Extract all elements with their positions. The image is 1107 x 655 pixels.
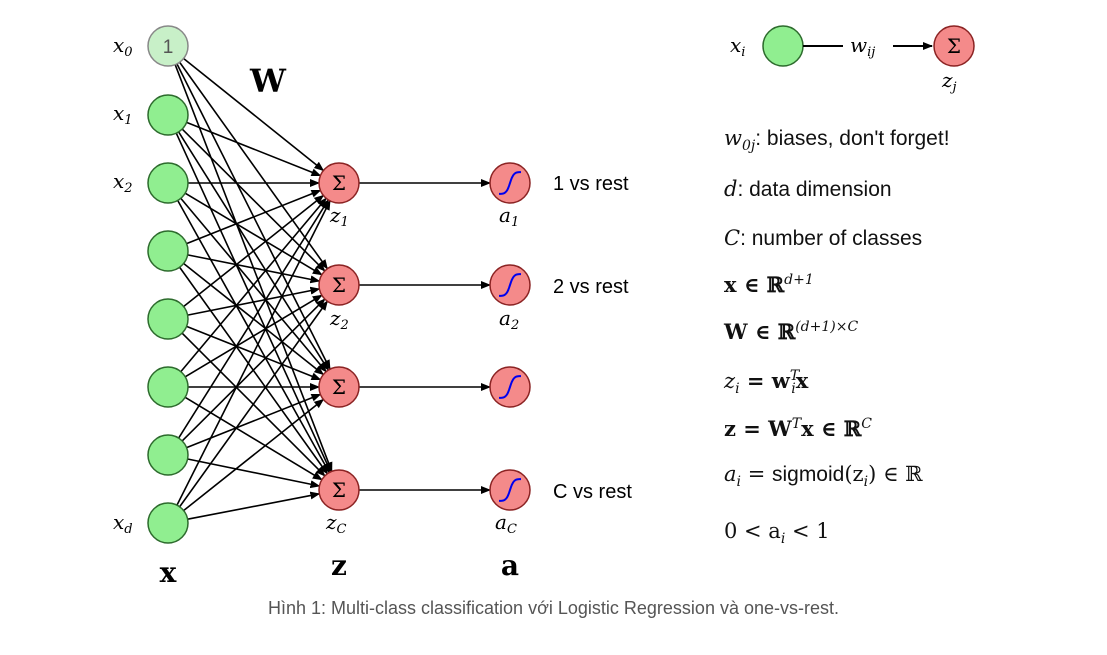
note-x-space: x ∈ ℝd+1 <box>724 272 814 297</box>
sum-node-0 <box>318 162 360 204</box>
layer-label-z: z <box>331 549 347 582</box>
sigmoid-curve-icon <box>499 171 521 195</box>
class-label-2: 2 vs rest <box>553 276 629 298</box>
note-z-eq: z = WTx ∈ ℝC <box>724 416 872 441</box>
weight-edge-7-1 <box>179 300 328 508</box>
z-label-1: z1 <box>329 203 349 230</box>
legend-sum-node <box>933 25 975 67</box>
note-biases: w0j: biases, don't forget! <box>724 126 950 155</box>
layer-label-a: a <box>501 549 519 582</box>
weight-edge-6-2 <box>186 393 322 449</box>
weight-edge-2-1 <box>184 192 323 276</box>
weight-edge-1-1 <box>181 128 326 272</box>
label-x1: x1 <box>113 101 133 128</box>
z-label-2: z2 <box>329 306 349 333</box>
legend-wij: wij <box>850 33 875 60</box>
weight-edge-0-1 <box>178 61 329 270</box>
weight-edge-5-3 <box>184 396 323 481</box>
figure-caption: Hình 1: Multi-class classification với L… <box>267 598 839 618</box>
sum-node-1 <box>318 264 360 306</box>
label-x2: x2 <box>113 169 133 196</box>
legend-input-node <box>762 25 804 67</box>
note-ai-eq: ai = sigmoid(zi) ∈ ℝ <box>724 462 923 491</box>
nodes: Σ Σ Σ Σ <box>147 25 531 544</box>
sum-symbol-0: Σ <box>332 171 346 195</box>
a-label-C: aC <box>495 510 517 537</box>
weight-edge-6-1 <box>181 298 326 442</box>
note-classes: C: number of classes <box>724 226 923 250</box>
input-node-2 <box>147 162 189 204</box>
note-W-space: W ∈ ℝ(d+1)×C <box>724 319 859 344</box>
sum-symbol-3: Σ <box>332 478 346 502</box>
weight-edges <box>174 57 491 520</box>
input-node-4 <box>147 298 189 340</box>
weight-edge-6-0 <box>177 199 330 439</box>
sum-node-2 <box>318 366 360 408</box>
sigmoid-curve-icon <box>499 478 521 502</box>
legend: xi wij Σ zj <box>730 25 975 95</box>
bias-value: 1 <box>163 37 174 58</box>
weight-matrix-label: W <box>249 62 287 100</box>
legend-xi: xi <box>730 33 745 60</box>
weight-edge-1-0 <box>186 121 322 177</box>
label-x0: x0 <box>113 33 133 60</box>
weight-edge-4-1 <box>187 286 321 316</box>
sum-symbol-2: Σ <box>332 375 346 399</box>
sum-symbol-1: Σ <box>332 273 346 297</box>
weight-edge-5-0 <box>180 197 327 373</box>
input-node-1 <box>147 94 189 136</box>
weight-edge-5-1 <box>184 294 323 378</box>
bias-node <box>147 25 189 67</box>
weight-edge-7-0 <box>176 199 331 506</box>
input-node-5 <box>147 366 189 408</box>
label-xd: xd <box>113 510 133 537</box>
sigmoid-curve-icon <box>499 375 521 399</box>
weight-edge-3-0 <box>186 189 322 245</box>
sigmoid-curve-icon <box>499 273 521 297</box>
input-node-6 <box>147 434 189 476</box>
weight-edge-7-2 <box>183 398 325 512</box>
input-node-7 <box>147 502 189 544</box>
class-label-1: 1 vs rest <box>553 173 629 195</box>
sum-node-3 <box>318 469 360 511</box>
weight-edge-7-3 <box>187 491 321 520</box>
class-label-C: C vs rest <box>553 481 632 503</box>
note-dimension: d: data dimension <box>724 177 892 201</box>
a-label-1: a1 <box>499 203 519 230</box>
note-zi-eq: zi = wTix <box>724 368 809 398</box>
weight-edge-3-1 <box>187 254 321 284</box>
weight-edge-0-0 <box>183 57 325 172</box>
a-label-2: a2 <box>499 306 519 333</box>
z-label-C: zC <box>325 510 347 537</box>
legend-sum-symbol: Σ <box>947 34 961 58</box>
note-range: 0 < ai < 1 <box>724 519 830 548</box>
input-node-3 <box>147 230 189 272</box>
weight-edge-4-0 <box>183 194 325 308</box>
weight-edge-6-3 <box>187 458 321 489</box>
layer-label-x: x <box>160 556 177 589</box>
legend-zj: zj <box>941 68 957 95</box>
